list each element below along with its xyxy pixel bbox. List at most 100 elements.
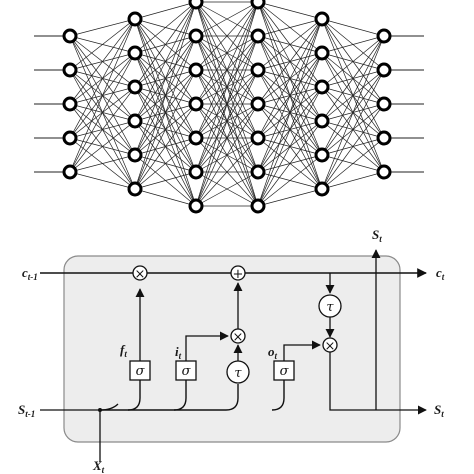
- network-node: [127, 79, 143, 95]
- candidate-tanh-symbol: τ: [234, 366, 242, 381]
- network-connection: [134, 1, 197, 122]
- forget-gate-sigma: σ: [136, 364, 146, 379]
- network-connection: [321, 18, 385, 37]
- network-connection: [321, 137, 385, 190]
- network-node: [250, 198, 266, 214]
- label-c-next: ct: [436, 265, 445, 282]
- network-node: [314, 45, 330, 61]
- network-connection: [257, 18, 323, 71]
- network-node: [250, 96, 266, 112]
- network-node: [250, 0, 266, 10]
- network-connection: [321, 35, 385, 122]
- network-node: [188, 130, 204, 146]
- network-node: [314, 147, 330, 163]
- network-nodes: [62, 0, 392, 214]
- network-node: [188, 198, 204, 214]
- network-connection: [134, 103, 197, 190]
- input-gate-sigma: σ: [182, 364, 192, 379]
- network-node: [376, 62, 392, 78]
- network-connection: [195, 1, 259, 37]
- neural-network: [34, 0, 424, 214]
- network-node: [127, 147, 143, 163]
- bus-line: [100, 384, 239, 411]
- network-connection: [195, 1, 259, 173]
- network-connection: [69, 18, 136, 139]
- network-node: [376, 28, 392, 44]
- network-connection: [257, 18, 323, 207]
- network-node: [314, 11, 330, 27]
- network-connection: [134, 1, 197, 20]
- network-connection: [134, 188, 197, 207]
- network-connection: [69, 18, 136, 105]
- input-multiply-symbol: ×: [233, 330, 244, 345]
- network-connection: [69, 86, 136, 173]
- cell-add-node: [230, 265, 246, 281]
- network-node: [62, 164, 78, 180]
- network-connection: [257, 86, 323, 207]
- network-connection: [134, 69, 197, 190]
- label-x: Xt: [92, 458, 105, 474]
- network-connection: [69, 18, 136, 173]
- network-node: [127, 113, 143, 129]
- network-connection: [69, 18, 136, 71]
- network-node: [314, 113, 330, 129]
- network-connection: [257, 188, 323, 207]
- output-gate-sigma: σ: [280, 364, 290, 379]
- network-node: [62, 96, 78, 112]
- network-connection: [257, 154, 323, 207]
- network-connection: [321, 35, 385, 156]
- network-connection: [134, 1, 197, 54]
- output-multiply-symbol: ×: [325, 339, 336, 354]
- network-node: [188, 0, 204, 10]
- network-connection: [257, 18, 323, 139]
- output-gate-arrow: [283, 340, 321, 361]
- network-node: [250, 130, 266, 146]
- label-c-prev: ct-1: [22, 265, 38, 282]
- network-connection: [195, 69, 259, 207]
- label-i: it: [175, 344, 182, 361]
- network-node: [376, 96, 392, 112]
- network-node: [62, 130, 78, 146]
- network-connection: [69, 154, 136, 173]
- network-node: [127, 181, 143, 197]
- network-connection: [257, 18, 323, 37]
- network-connection: [321, 35, 385, 190]
- network-connection: [321, 171, 385, 190]
- output-state-line: [329, 352, 427, 415]
- network-node: [188, 96, 204, 112]
- network-connection: [257, 18, 323, 105]
- network-node: [250, 164, 266, 180]
- network-connection: [321, 69, 385, 190]
- network-node: [250, 28, 266, 44]
- network-connection: [69, 52, 136, 173]
- network-node: [188, 164, 204, 180]
- network-node: [127, 45, 143, 61]
- network-connections: [69, 1, 385, 207]
- network-connection: [321, 35, 385, 54]
- network-node: [250, 62, 266, 78]
- network-node: [314, 181, 330, 197]
- forget-multiply-node: [132, 265, 148, 281]
- branch-output: [271, 380, 285, 411]
- network-connection: [195, 171, 259, 207]
- label-s-top: St: [372, 227, 382, 244]
- network-node: [314, 79, 330, 95]
- network-connection: [195, 35, 259, 207]
- network-connection: [69, 18, 136, 37]
- label-o: ot: [268, 344, 278, 361]
- label-s-prev: St-1: [18, 402, 35, 419]
- network-node: [62, 28, 78, 44]
- network-connection: [195, 1, 259, 71]
- network-connection: [69, 171, 136, 190]
- network-node: [188, 62, 204, 78]
- cell-tanh-symbol: τ: [326, 300, 334, 315]
- cell-add-symbol: +: [233, 267, 244, 282]
- network-connection: [257, 52, 323, 207]
- network-connection: [134, 171, 197, 190]
- network-connection: [134, 1, 197, 190]
- input-gate-arrow: [185, 331, 229, 361]
- network-connection: [321, 103, 385, 190]
- network-connection: [257, 1, 323, 20]
